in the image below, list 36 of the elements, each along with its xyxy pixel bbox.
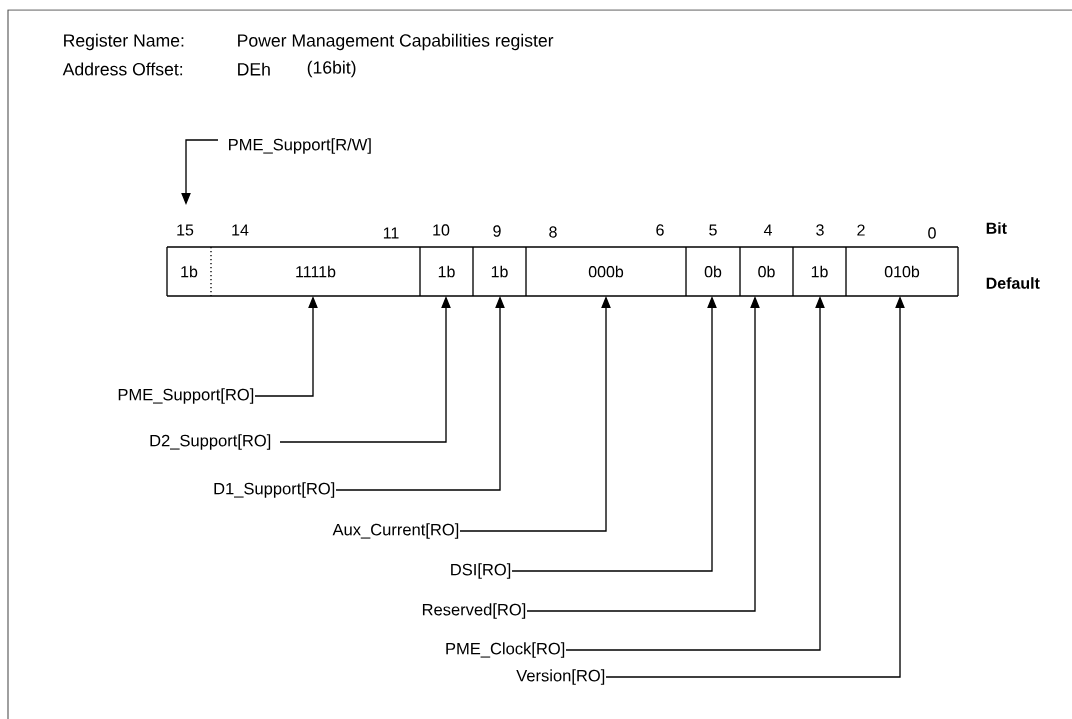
header-text: Power Management Capabilities register [238, 33, 554, 51]
header-text: (16bit) [307, 60, 356, 78]
register-cell: 1b [166, 246, 212, 297]
bit-number: 2 [857, 224, 865, 236]
bit-number: 3 [816, 224, 824, 236]
register-cell: 1b [472, 246, 527, 297]
bit-number: 14 [232, 224, 249, 236]
bit-number: 4 [763, 224, 772, 236]
bit-number: 11 [383, 227, 399, 239]
bit-number: 9 [493, 225, 501, 237]
field-label: PME_Clock[RO] [446, 642, 565, 658]
register-cell: 1b [792, 246, 847, 297]
register-cell: 0b [685, 246, 741, 297]
bit-number: 15 [177, 224, 194, 236]
bit-number: 8 [549, 226, 557, 238]
row-label: Bit [986, 222, 1007, 234]
header-text: Register Name: [64, 33, 184, 51]
row-label: Default [986, 277, 1040, 289]
field-label: Version[RO] [516, 669, 605, 685]
register-cell: 1b [419, 246, 474, 297]
field-label: Reserved[RO] [422, 603, 526, 619]
bit-number: 6 [656, 224, 664, 236]
field-label: PME_Support[RO] [118, 388, 254, 404]
register-cell: 1111b [210, 246, 421, 297]
header-text: Address Offset: [62, 62, 183, 76]
header-text: DEh [238, 62, 270, 76]
bit-number: 5 [709, 224, 717, 236]
register-cell: 0b [739, 246, 794, 297]
field-label: D2_Support[RO] [150, 434, 271, 450]
field-label: D1_Support[RO] [214, 482, 335, 498]
field-label: Aux_Current[RO] [332, 523, 459, 539]
field-label: PME_Support[R/W] [229, 138, 371, 154]
field-label: DSI[RO] [451, 563, 511, 579]
bit-number: 10 [433, 224, 450, 236]
register-cell: 010b [845, 246, 959, 297]
register-cell: 000b [525, 246, 687, 297]
